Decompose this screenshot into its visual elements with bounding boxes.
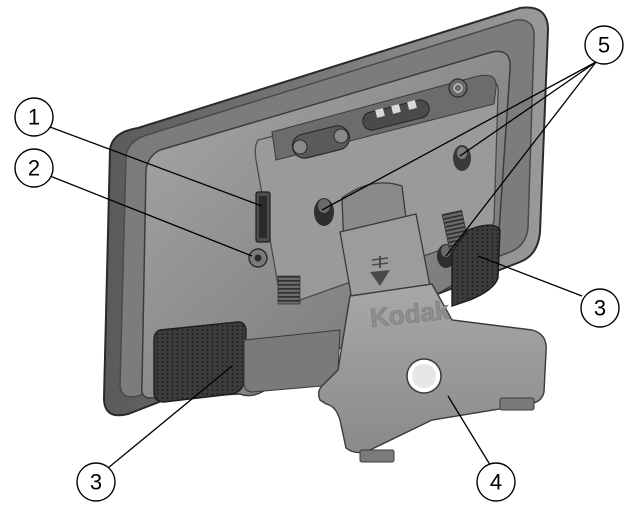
leader-line-3-left [107,365,233,469]
leader-line-3-right [477,255,583,297]
callout-2: 2 [14,148,54,188]
leader-line-4 [447,395,493,469]
foot-bumper-left [359,449,395,463]
leader-line-5-c [445,61,597,257]
callout-label-2: 2 [28,156,40,181]
leader-line-1 [49,126,263,207]
power-button [448,78,468,98]
volume-down-icon [292,139,308,155]
memory-card-slot [255,191,271,243]
callout-label-1: 1 [28,105,40,130]
volume-up-icon [333,128,349,144]
volume-rocker [291,125,351,159]
left-speaker-grille [153,321,247,403]
leader-line-2 [49,175,253,257]
callout-1: 1 [14,97,54,137]
power-jack [248,248,268,268]
power-icon [453,83,463,93]
callout-5: 5 [584,25,624,65]
keyhole-left [314,198,334,226]
callout-label-4: 4 [490,470,502,495]
leader-line-5-a [321,61,597,211]
right-speaker-grille [451,224,501,307]
keyhole-top-right [453,145,471,171]
photo-frame [102,6,550,417]
callout-3-left: 3 [76,462,116,502]
callout-3-right: 3 [580,288,620,328]
leader-line-5-b [459,61,597,157]
callout-label-5: 5 [598,33,610,58]
side-vent [277,275,301,305]
arrow-down-icon [370,256,390,286]
callout-label-3-left: 3 [90,470,102,495]
callout-label-3-right: 3 [594,296,606,321]
foot-bumper-right [499,397,535,411]
callout-4: 4 [476,462,516,502]
leader-lines [49,61,597,469]
stand: Kodak [317,182,547,463]
menu-button-cluster [362,99,430,131]
